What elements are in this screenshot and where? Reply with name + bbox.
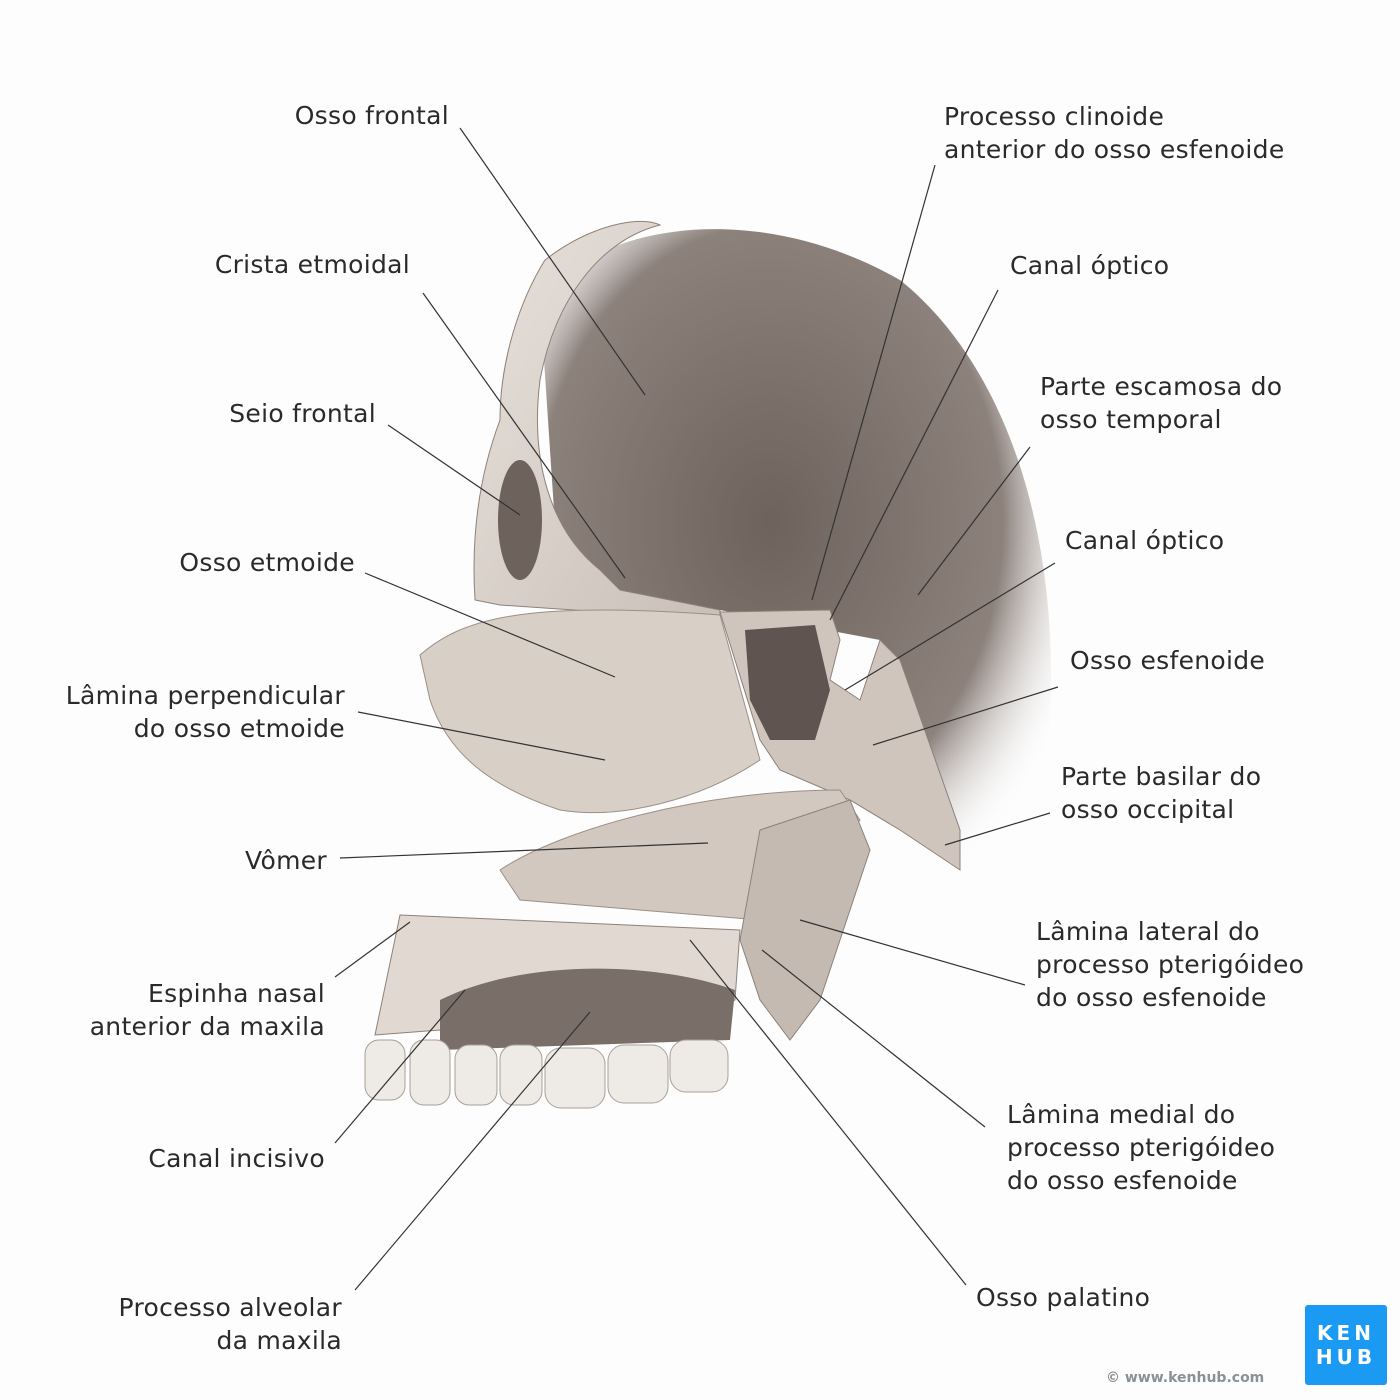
label-osso-etmoide: Osso etmoide (179, 548, 355, 577)
label-line: Lâmina perpendicular (65, 681, 345, 710)
label-line: Parte basilar do (1061, 762, 1262, 791)
ethmoid-perpendicular-plate (419, 609, 761, 813)
label-canal-optico-1: Canal óptico (1010, 251, 1170, 280)
label-line: Processo alveolar (118, 1293, 342, 1322)
label-line: do osso etmoide (133, 714, 345, 743)
label-osso-palatino: Osso palatino (976, 1283, 1151, 1312)
label-processo-clinoide: Processo clinoide anterior do osso esfeno… (944, 100, 1285, 166)
label-line: Parte escamosa do (1040, 372, 1283, 401)
leader-lines (334, 127, 1059, 1291)
label-line: Processo clinoide (944, 102, 1165, 131)
label-line: do osso esfenoide (1007, 1166, 1238, 1195)
label-canal-incisivo: Canal incisivo (148, 1144, 325, 1173)
label-line: processo pterigóideo (1007, 1133, 1276, 1162)
copyright-text: © www.kenhub.com (1106, 1370, 1265, 1386)
label-line: osso occipital (1061, 795, 1235, 824)
label-line: Lâmina lateral do (1036, 917, 1260, 946)
label-espinha-nasal: Espinha nasal anterior da maxila (90, 977, 325, 1043)
label-parte-basilar: Parte basilar do osso occipital (1061, 760, 1261, 826)
label-osso-frontal: Osso frontal (294, 101, 449, 130)
sphenoid-sinus (745, 625, 830, 740)
label-lamina-medial: Lâmina medial do processo pterigóideo do o… (1007, 1098, 1275, 1197)
label-canal-optico-2: Canal óptico (1065, 526, 1225, 555)
label-processo-alveolar: Processo alveolar da maxila (119, 1291, 342, 1357)
label-line: do osso esfenoide (1036, 983, 1267, 1012)
label-line: Lâmina medial do (1007, 1100, 1236, 1129)
label-parte-escamosa: Parte escamosa do osso temporal (1040, 370, 1282, 436)
label-lamina-perpendicular: Lâmina perpendicular do osso etmoide (66, 679, 345, 745)
label-line: anterior do osso esfenoide (944, 135, 1285, 164)
label-crista-etmoidal: Crista etmoidal (214, 250, 410, 279)
label-seio-frontal: Seio frontal (229, 399, 376, 428)
logo-line: KEN (1317, 1321, 1375, 1345)
label-line: da maxila (216, 1326, 342, 1355)
cranial-cavity (540, 229, 1052, 881)
label-lamina-lateral: Lâmina lateral do processo pterigóideo do … (1036, 915, 1304, 1014)
logo-line: HUB (1315, 1345, 1377, 1369)
label-line: anterior da maxila (89, 1012, 325, 1041)
oral-cavity (440, 968, 735, 1050)
label-line: Espinha nasal (148, 979, 325, 1008)
pterygoid-plates (739, 799, 871, 1041)
label-osso-esfenoide: Osso esfenoide (1070, 646, 1266, 675)
teeth (364, 1039, 729, 1109)
label-vomer: Vômer (245, 846, 327, 875)
frontal-sinus (498, 460, 542, 580)
label-line: processo pterigóideo (1036, 950, 1305, 979)
label-line: osso temporal (1040, 405, 1222, 434)
